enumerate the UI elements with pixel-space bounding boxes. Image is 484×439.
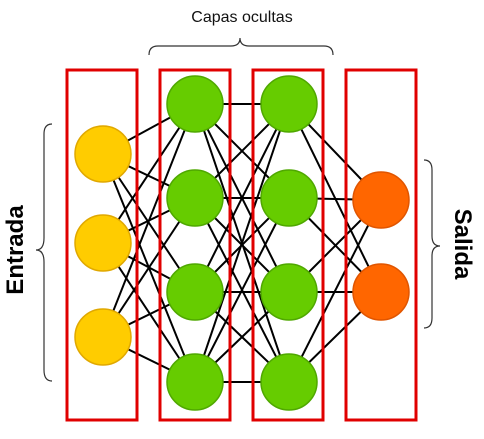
connection-l1-2-to-0 [194,103,290,293]
hidden-neuron-1-3 [166,353,224,411]
hidden-layer-box-2 [251,68,325,422]
hidden-neuron-1-0 [166,75,224,133]
input-neuron-0-1 [74,214,132,272]
input-neuron-0-2 [74,308,132,366]
hidden-layers-label: Capas ocultas [191,9,293,26]
hidden-layers-brace [148,37,334,56]
braces [35,37,441,382]
input-neuron-0-0 [74,125,132,183]
connection-l2-3-to-0 [288,199,382,383]
output-neuron-3-0 [352,171,410,229]
hidden-neuron-1-1 [166,169,224,227]
hidden-neuron-2-3 [260,353,318,411]
connection-l1-3-to-0 [194,103,290,383]
output-neuron-3-1 [352,263,410,321]
neurons [74,75,410,411]
hidden-neuron-2-1 [260,169,318,227]
hidden-neuron-2-2 [260,263,318,321]
input-brace [35,123,53,382]
input-layer-box-0 [65,68,139,422]
layer-boxes [65,68,418,422]
hidden-neuron-2-0 [260,75,318,133]
connection-l1-3-to-1 [194,197,290,383]
connection-l0-2-to-0 [102,103,196,338]
output-brace [423,159,441,329]
hidden-layer-box-1 [158,68,232,422]
hidden-neuron-1-2 [166,263,224,321]
output-layer-box-3 [344,68,418,422]
connections [102,103,382,383]
